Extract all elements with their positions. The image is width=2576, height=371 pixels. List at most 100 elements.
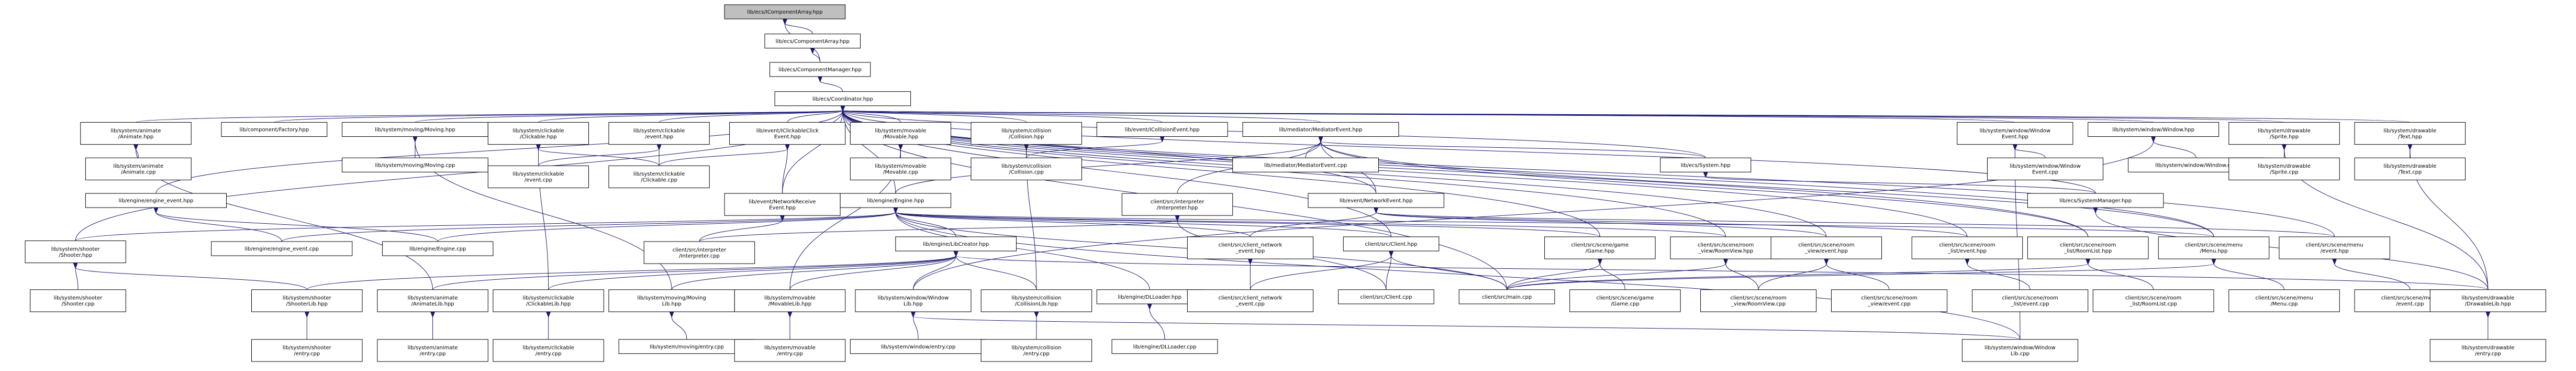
node-medcpp[interactable]: lib/mediator/MediatorEvent.cpp xyxy=(1232,157,1379,172)
node-clicklib[interactable]: lib/system/clickable/ClickableLib.hpp xyxy=(493,289,604,312)
node-text[interactable]: lib/system/drawable/Text.hpp xyxy=(2354,122,2466,145)
node-engevcpp[interactable]: lib/engine/engine_event.cpp xyxy=(211,241,353,256)
node-movable[interactable]: lib/system/movable/Movable.hpp xyxy=(850,122,952,145)
node-coord[interactable]: lib/ecs/Coordinator.hpp xyxy=(774,91,911,106)
node-maincpp[interactable]: client/src/main.cpp xyxy=(1458,289,1555,304)
node-label: lib/system/moving/entry.cpp xyxy=(650,344,724,350)
node-label: lib/event/ICollisionEvent.hpp xyxy=(1125,127,1200,133)
node-collcpp[interactable]: lib/system/collision/Collision.cpp xyxy=(971,157,1082,180)
node-movablelib[interactable]: lib/system/movable/MovableLib.hpp xyxy=(734,289,846,312)
node-sysmgr[interactable]: lib/ecs/SystemManager.hpp xyxy=(2027,193,2164,208)
node-ca[interactable]: lib/ecs/ComponentArray.hpp xyxy=(764,34,861,49)
node-menuev[interactable]: client/src/scene/menu/event.hpp xyxy=(2279,236,2390,259)
node-dlloadercpp[interactable]: lib/engine/DLLoader.cpp xyxy=(1111,339,1218,354)
edge-sysmgr-to-ecssys xyxy=(1705,177,2096,194)
edge-clientcpp-to-clienth xyxy=(1386,256,1391,290)
node-menucpp[interactable]: client/src/scene/menu/Menu.cpp xyxy=(2228,289,2340,312)
node-clickcpp[interactable]: lib/system/clickable/Clickable.cpp xyxy=(608,165,710,188)
node-textcpp[interactable]: lib/system/drawable/Text.cpp xyxy=(2354,157,2466,180)
node-movingentry[interactable]: lib/system/moving/entry.cpp xyxy=(618,339,755,354)
node-click[interactable]: lib/system/clickable/Clickable.hpp xyxy=(487,122,589,145)
node-anim[interactable]: lib/system/animate/Animate.hpp xyxy=(80,122,192,145)
node-clienth[interactable]: client/src/Client.hpp xyxy=(1343,236,1440,252)
node-roomviewev[interactable]: client/src/scene/room_view/event.hpp xyxy=(1770,236,1882,259)
node-box xyxy=(493,339,604,362)
node-clickentry[interactable]: lib/system/clickable/entry.cpp xyxy=(493,339,604,362)
node-moving[interactable]: lib/system/moving/Moving.hpp xyxy=(342,122,488,137)
node-enginecpp[interactable]: lib/engine/Engine.cpp xyxy=(382,241,494,256)
node-med[interactable]: lib/mediator/MediatorEvent.hpp xyxy=(1242,122,1399,137)
node-cliinterp[interactable]: client/src/interpreter/Interpreter.hpp xyxy=(1121,193,1233,216)
node-shootercpp[interactable]: lib/system/shooter/Shooter.cpp xyxy=(30,289,126,312)
node-game[interactable]: client/src/scene/game/Game.hpp xyxy=(1544,236,1656,259)
node-shooter[interactable]: lib/system/shooter/Shooter.hpp xyxy=(25,240,126,264)
node-shooterentry[interactable]: lib/system/shooter/entry.cpp xyxy=(251,339,363,362)
node-drawlib[interactable]: lib/system/drawable/DrawableLib.hpp xyxy=(2429,289,2546,312)
node-gamecpp[interactable]: client/src/scene/game/Game.cpp xyxy=(1569,289,1681,312)
edge-roomlistev-to-evnet xyxy=(1376,212,1968,237)
node-clientcpp[interactable]: client/src/Client.cpp xyxy=(1338,289,1434,304)
node-label: lib/system/drawable xyxy=(2383,128,2436,134)
node-roomviewevcpp[interactable]: client/src/scene/room_view/event.cpp xyxy=(1831,289,1948,312)
node-clickev[interactable]: lib/system/clickable/event.hpp xyxy=(608,122,710,145)
node-root[interactable]: lib/ecs/IComponentArray.hpp xyxy=(724,4,846,19)
edge-maincpp-to-roomlist xyxy=(1507,264,2088,290)
node-animlib[interactable]: lib/system/animate/AnimateLib.hpp xyxy=(377,289,488,312)
node-drawentry[interactable]: lib/system/drawable/entry.cpp xyxy=(2429,339,2546,362)
node-menu[interactable]: client/src/scene/menu/Menu.hpp xyxy=(2158,236,2270,259)
node-roomviewcpp[interactable]: client/src/scene/room_view/RoomView.cpp xyxy=(1700,289,1817,312)
node-libcreator[interactable]: lib/engine/LibCreator.hpp xyxy=(895,236,1017,252)
edge-roomlist-to-med xyxy=(1321,141,2089,237)
node-box xyxy=(774,91,911,106)
node-winentry[interactable]: lib/system/window/entry.cpp xyxy=(850,339,987,354)
edge-maincpp-to-game xyxy=(1507,264,1600,290)
node-cm[interactable]: lib/ecs/ComponentManager.hpp xyxy=(770,62,871,77)
node-movingcpp[interactable]: lib/system/moving/Moving.cpp xyxy=(342,157,488,172)
node-clinetevcpp[interactable]: client/src/client_network_event.cpp xyxy=(1187,289,1314,312)
node-roomlist[interactable]: client/src/scene/room_list/RoomList.hpp xyxy=(2027,236,2149,259)
node-label: lib/system/window/Window xyxy=(878,296,949,301)
node-evcoll[interactable]: lib/event/ICollisionEvent.hpp xyxy=(1096,122,1228,137)
node-sprite[interactable]: lib/system/drawable/Sprite.hpp xyxy=(2228,122,2340,145)
edge-colllib-to-libcreator xyxy=(956,256,1037,290)
node-compf[interactable]: lib/component/Factory.hpp xyxy=(221,122,328,137)
node-engine[interactable]: lib/engine/Engine.hpp xyxy=(840,193,952,208)
node-box xyxy=(487,122,589,145)
node-spritecpp[interactable]: lib/system/drawable/Sprite.cpp xyxy=(2228,157,2340,180)
node-box xyxy=(729,122,846,145)
node-win[interactable]: lib/system/window/Window.hpp xyxy=(2088,122,2220,137)
node-label: lib/system/drawable xyxy=(2383,163,2436,169)
node-animcpp[interactable]: lib/system/animate/Animate.cpp xyxy=(85,157,192,180)
node-evnet[interactable]: lib/event/NetworkEvent.hpp xyxy=(1308,193,1444,208)
node-clinetev[interactable]: client/src/client_network_event.hpp xyxy=(1187,236,1314,259)
node-movableentry[interactable]: lib/system/movable/entry.cpp xyxy=(734,339,846,362)
node-clickevcpp[interactable]: lib/system/clickable/event.cpp xyxy=(487,165,589,188)
node-ecssys[interactable]: lib/ecs/System.hpp xyxy=(1660,157,1752,172)
node-roomlistevcpp[interactable]: client/src/scene/room_list/event.cpp xyxy=(1972,289,2089,312)
node-movablecpp[interactable]: lib/system/movable/Movable.cpp xyxy=(850,157,952,180)
node-colllib[interactable]: lib/system/collision/CollisionLib.hpp xyxy=(980,289,1092,312)
node-engev[interactable]: lib/engine/engine_event.hpp xyxy=(85,193,227,208)
node-interpcpp[interactable]: client/src/interpreter/Interpreter.cpp xyxy=(643,241,755,264)
node-dlloader[interactable]: lib/engine/DLLoader.hpp xyxy=(1096,289,1203,304)
node-roomview[interactable]: client/src/scene/room_view/RoomView.hpp xyxy=(1670,236,1781,259)
edge-game-to-engine xyxy=(896,212,1600,237)
node-coll[interactable]: lib/system/collision/Collision.hpp xyxy=(971,122,1082,145)
node-animentry[interactable]: lib/system/animate/entry.cpp xyxy=(377,339,488,362)
node-shooterlib[interactable]: lib/system/shooter/ShooterLib.hpp xyxy=(251,289,363,312)
edge-roomlistevcpp-to-roomlistev xyxy=(1967,264,2031,290)
node-roomlistev[interactable]: client/src/scene/room_list/event.hpp xyxy=(1911,236,2023,259)
edge-roomview-to-engine xyxy=(896,212,1726,237)
node-box xyxy=(2279,236,2390,259)
node-collentry[interactable]: lib/system/collision/entry.cpp xyxy=(980,339,1092,362)
node-label: Lib.hpp xyxy=(904,301,923,307)
node-roomlistcpp[interactable]: client/src/scene/room_list/RoomList.cpp xyxy=(2092,289,2214,312)
node-label: lib/event/NetworkReceive xyxy=(749,199,816,205)
